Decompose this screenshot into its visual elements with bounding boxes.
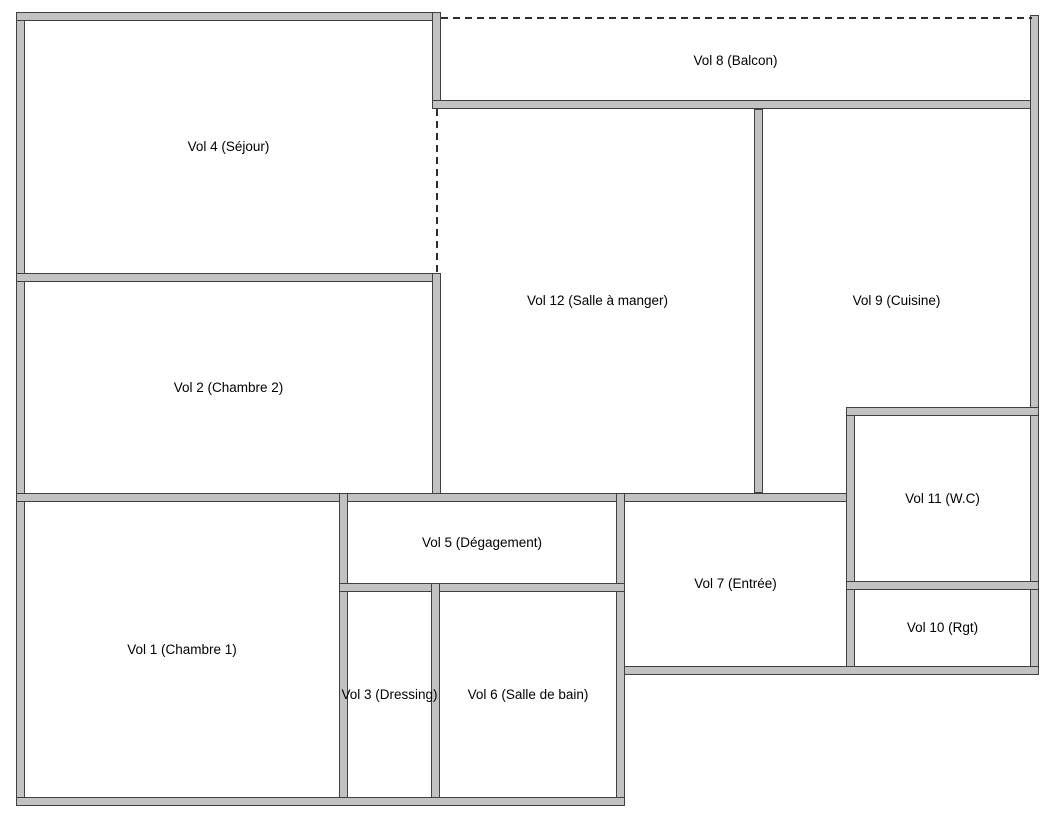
wall-outer-top-left-block: [16, 12, 441, 21]
room-label-vol-10: Vol 10 (Rgt): [906, 620, 979, 636]
room-label-vol-1: Vol 1 (Chambre 1): [127, 641, 237, 657]
room-label-vol-3: Vol 3 (Dressing): [341, 686, 438, 702]
room-label-vol-2: Vol 2 (Chambre 2): [173, 379, 284, 395]
balcony-open-edge-dashed-line: [441, 17, 1032, 19]
room-label-vol-9: Vol 9 (Cuisine): [852, 293, 941, 309]
wall-sejour-chambre2-divider: [16, 273, 441, 282]
wall-wc-top: [846, 407, 1039, 416]
room-label-vol-6: Vol 6 (Salle de bain): [467, 686, 589, 702]
wall-outer-right: [1030, 15, 1039, 675]
room-label-vol-11: Vol 11 (W.C): [905, 490, 980, 506]
wall-balcony-bottom: [432, 100, 1039, 109]
wall-dining-kitchen-divider: [754, 109, 763, 493]
wall-degagement-right: [616, 493, 625, 806]
room-label-vol-8: Vol 8 (Balcon): [693, 52, 778, 68]
wall-outer-left: [16, 12, 25, 806]
wall-wc-rgt-divider: [846, 581, 1039, 590]
wall-outer-bottom: [16, 797, 625, 806]
wall-entree-bottom: [616, 666, 1039, 675]
room-label-vol-12: Vol 12 (Salle à manger): [526, 293, 669, 309]
wall-middle-horizontal-band: [16, 493, 855, 502]
wall-sejour-right-upper: [432, 12, 441, 109]
room-label-vol-4: Vol 4 (Séjour): [187, 139, 270, 155]
room-label-vol-5: Vol 5 (Dégagement): [421, 534, 543, 550]
room-label-vol-7: Vol 7 (Entrée): [694, 576, 777, 592]
wall-chambre2-right: [432, 273, 441, 502]
sejour-dining-boundary-dashed-line: [436, 109, 438, 273]
wall-degagement-bottom: [339, 583, 625, 592]
wall-chambre1-right: [339, 493, 348, 806]
